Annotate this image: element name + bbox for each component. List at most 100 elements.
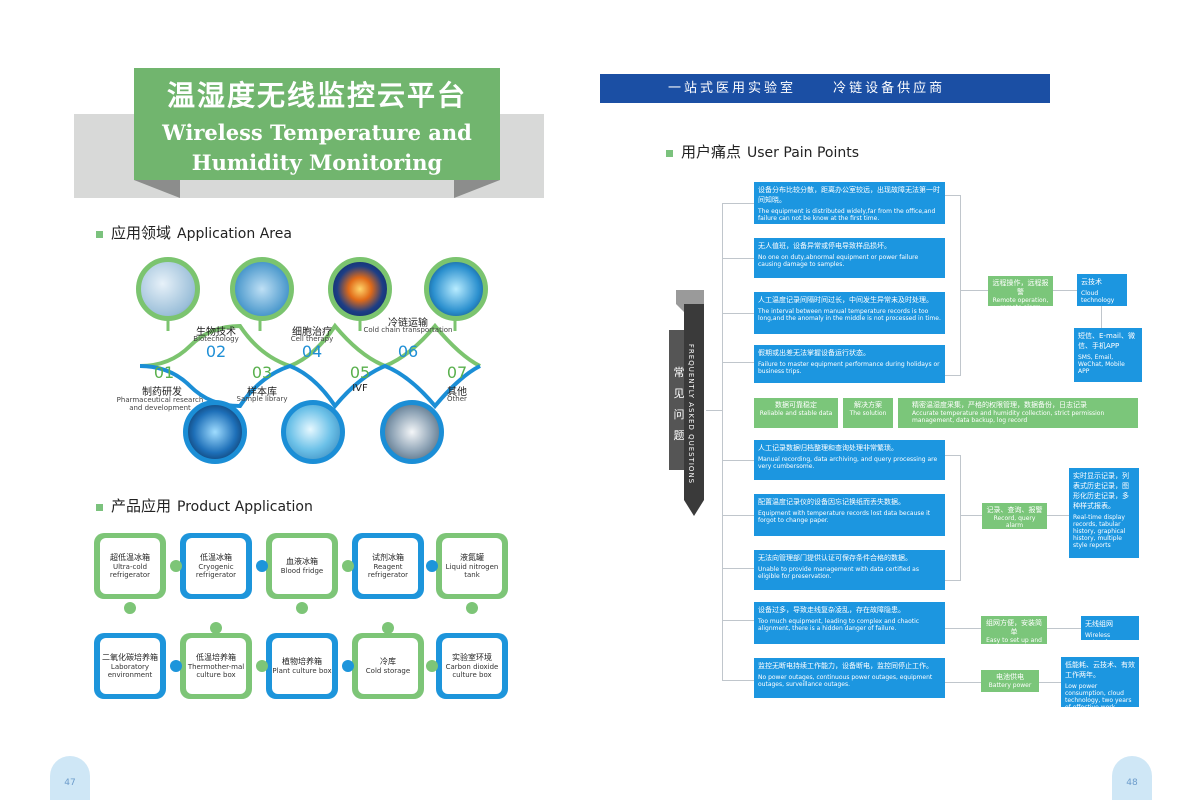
connector-line: [960, 290, 988, 291]
problem-cn: 无法向管理部门提供认证可保存条件合格的数据。: [758, 554, 912, 562]
tile-en: Blood fridge: [280, 567, 324, 575]
tile-cn: 低温冰箱: [200, 553, 232, 562]
connector-line: [960, 455, 961, 580]
tile-connector: [256, 560, 268, 572]
problem-en: Too much equipment, leading to complex a…: [758, 618, 920, 632]
faq-label-en: FREQUENTLY ASKED QUESTIONS: [687, 343, 695, 485]
tile-en: Thermother-mal culture box: [187, 663, 245, 679]
product-application-heading: 产品应用 Product Application: [96, 495, 313, 516]
box-en: Accurate temperature and humidity collec…: [912, 410, 1105, 424]
box-en: Record, query alarm: [993, 515, 1036, 529]
box-cn: 数据可靠稳定: [775, 401, 817, 409]
connector-line: [722, 203, 723, 680]
box-cn: 云技术: [1081, 278, 1102, 286]
tile-connector: [426, 660, 438, 672]
tile-connector: [342, 560, 354, 572]
tile-en: Cryogenic refrigerator: [195, 563, 237, 579]
connector-line: [722, 362, 754, 363]
realtime-display-box: 实时显示记录，列表式历史记录，图形化历史记录，多种样式报表。Real-time …: [1069, 468, 1139, 558]
connector-line: [1047, 628, 1081, 629]
tile-connector: [466, 602, 478, 614]
box-cn: 低能耗、云技术、有效工作两年。: [1065, 661, 1135, 679]
connector-line: [1047, 515, 1069, 516]
box-cn: 解决方案: [854, 401, 882, 409]
heading-en: User Pain Points: [747, 145, 860, 161]
tile-connector: [426, 560, 438, 572]
tile-en: Carbon dioxide culture box: [445, 663, 499, 679]
app-item-01-num: 01: [153, 363, 175, 382]
box-cn: 组网方便，安装简单: [986, 619, 1042, 636]
problem-box-1: 设备分布比较分散，距离办公室较远，出现故障无法第一时间知晓。The equipm…: [754, 182, 945, 224]
tile-en: Liquid nitrogen tank: [445, 563, 499, 579]
app-item-01-en: Pharmaceutical research and development: [116, 396, 204, 412]
connector-line: [1039, 682, 1061, 683]
box-cn: 记录、查询、报警: [986, 506, 1043, 514]
connector-line: [722, 460, 754, 461]
problem-cn: 无人值班，设备异常或停电导致样品损坏。: [758, 242, 891, 250]
problem-box-8: 设备过多，导致走线复杂凌乱，存在故障隐患。Too much equipment,…: [754, 602, 945, 644]
problem-box-2: 无人值班，设备异常或停电导致样品损坏。No one on duty,abnorm…: [754, 238, 945, 278]
app-item-04-cn: 细胞治疗: [292, 327, 332, 338]
problem-box-7: 无法向管理部门提供认证可保存条件合格的数据。 Unable to provide …: [754, 550, 945, 590]
app-item-04-en: Cell therapy: [290, 335, 334, 343]
problem-box-6: 配置温度记录仪的设备因忘记换纸而丢失数据。Equipment with temp…: [754, 494, 945, 536]
app-item-03-cn: 样本库: [247, 387, 277, 398]
connector-line: [722, 313, 754, 314]
connector-line: [945, 682, 981, 683]
problem-cn: 人工记录数据归档整理和查询处理非常繁琐。: [758, 444, 898, 452]
connector-line: [945, 628, 981, 629]
heading-cn: 应用领域: [111, 224, 172, 242]
cold-chain-photo: [424, 257, 488, 321]
app-item-06-num: 06: [397, 342, 419, 361]
tile-cn: 实验室环境: [452, 653, 492, 662]
problem-en: Failure to master equipment performance …: [758, 361, 940, 375]
connector-line: [960, 515, 982, 516]
app-item-01-cn: 制药研发: [142, 387, 182, 398]
bullet-square-icon: [96, 230, 103, 238]
bullet-square-icon: [666, 149, 673, 157]
connector-line: [945, 375, 961, 376]
tile-cn: 植物培养箱: [282, 657, 322, 666]
problem-en: Manual recording, data archiving, and qu…: [758, 456, 938, 470]
app-item-05-cn: IVF: [352, 383, 368, 394]
cell-therapy-photo: [328, 257, 392, 321]
pain-points-heading: 用户痛点 User Pain Points: [666, 141, 859, 162]
app-item-07-cn: 其他: [447, 387, 467, 398]
bullet-square-icon: [96, 503, 103, 511]
app-item-07-num: 07: [446, 363, 468, 382]
app-item-02-num: 02: [205, 342, 227, 361]
banner-fold-right: [454, 180, 500, 198]
problem-box-9: 监控无断电持续工作能力，设备断电，监控同停止工作。No power outage…: [754, 658, 945, 698]
connector-line: [960, 195, 961, 375]
title-en-line1: Wireless Temperature and: [162, 120, 472, 145]
box-cn: 电池供电: [996, 673, 1024, 681]
connector-line: [722, 258, 754, 259]
problem-en: Unable to provide management with data c…: [758, 566, 919, 580]
biotech-photo: [230, 257, 294, 321]
box-en: Real-time display records, tabular histo…: [1073, 514, 1126, 549]
box-en: The solution: [849, 410, 887, 417]
problem-box-3: 人工温度记录间隔时间过长，中间发生异常未及时处理。The interval be…: [754, 292, 945, 334]
heading-en: Product Application: [177, 499, 313, 515]
top-bar-text-2: 冷链设备供应商: [833, 81, 946, 96]
tile-en: Plant culture box: [272, 667, 332, 675]
top-bar: 一站式医用实验室 冷链设备供应商: [600, 74, 1050, 103]
app-item-04-num: 04: [301, 342, 323, 361]
tile-connector: [124, 602, 136, 614]
app-item-05-num: 05: [349, 363, 371, 382]
app-item-06-en: Cold chain transportation: [363, 326, 453, 334]
tile-cn: 冷库: [380, 657, 396, 666]
heading-cn: 用户痛点: [681, 143, 742, 161]
box-en: Low power consumption, cloud technology,…: [1065, 683, 1132, 711]
heading-cn: 产品应用: [111, 497, 172, 515]
tile-en: Laboratory environment: [107, 663, 153, 679]
